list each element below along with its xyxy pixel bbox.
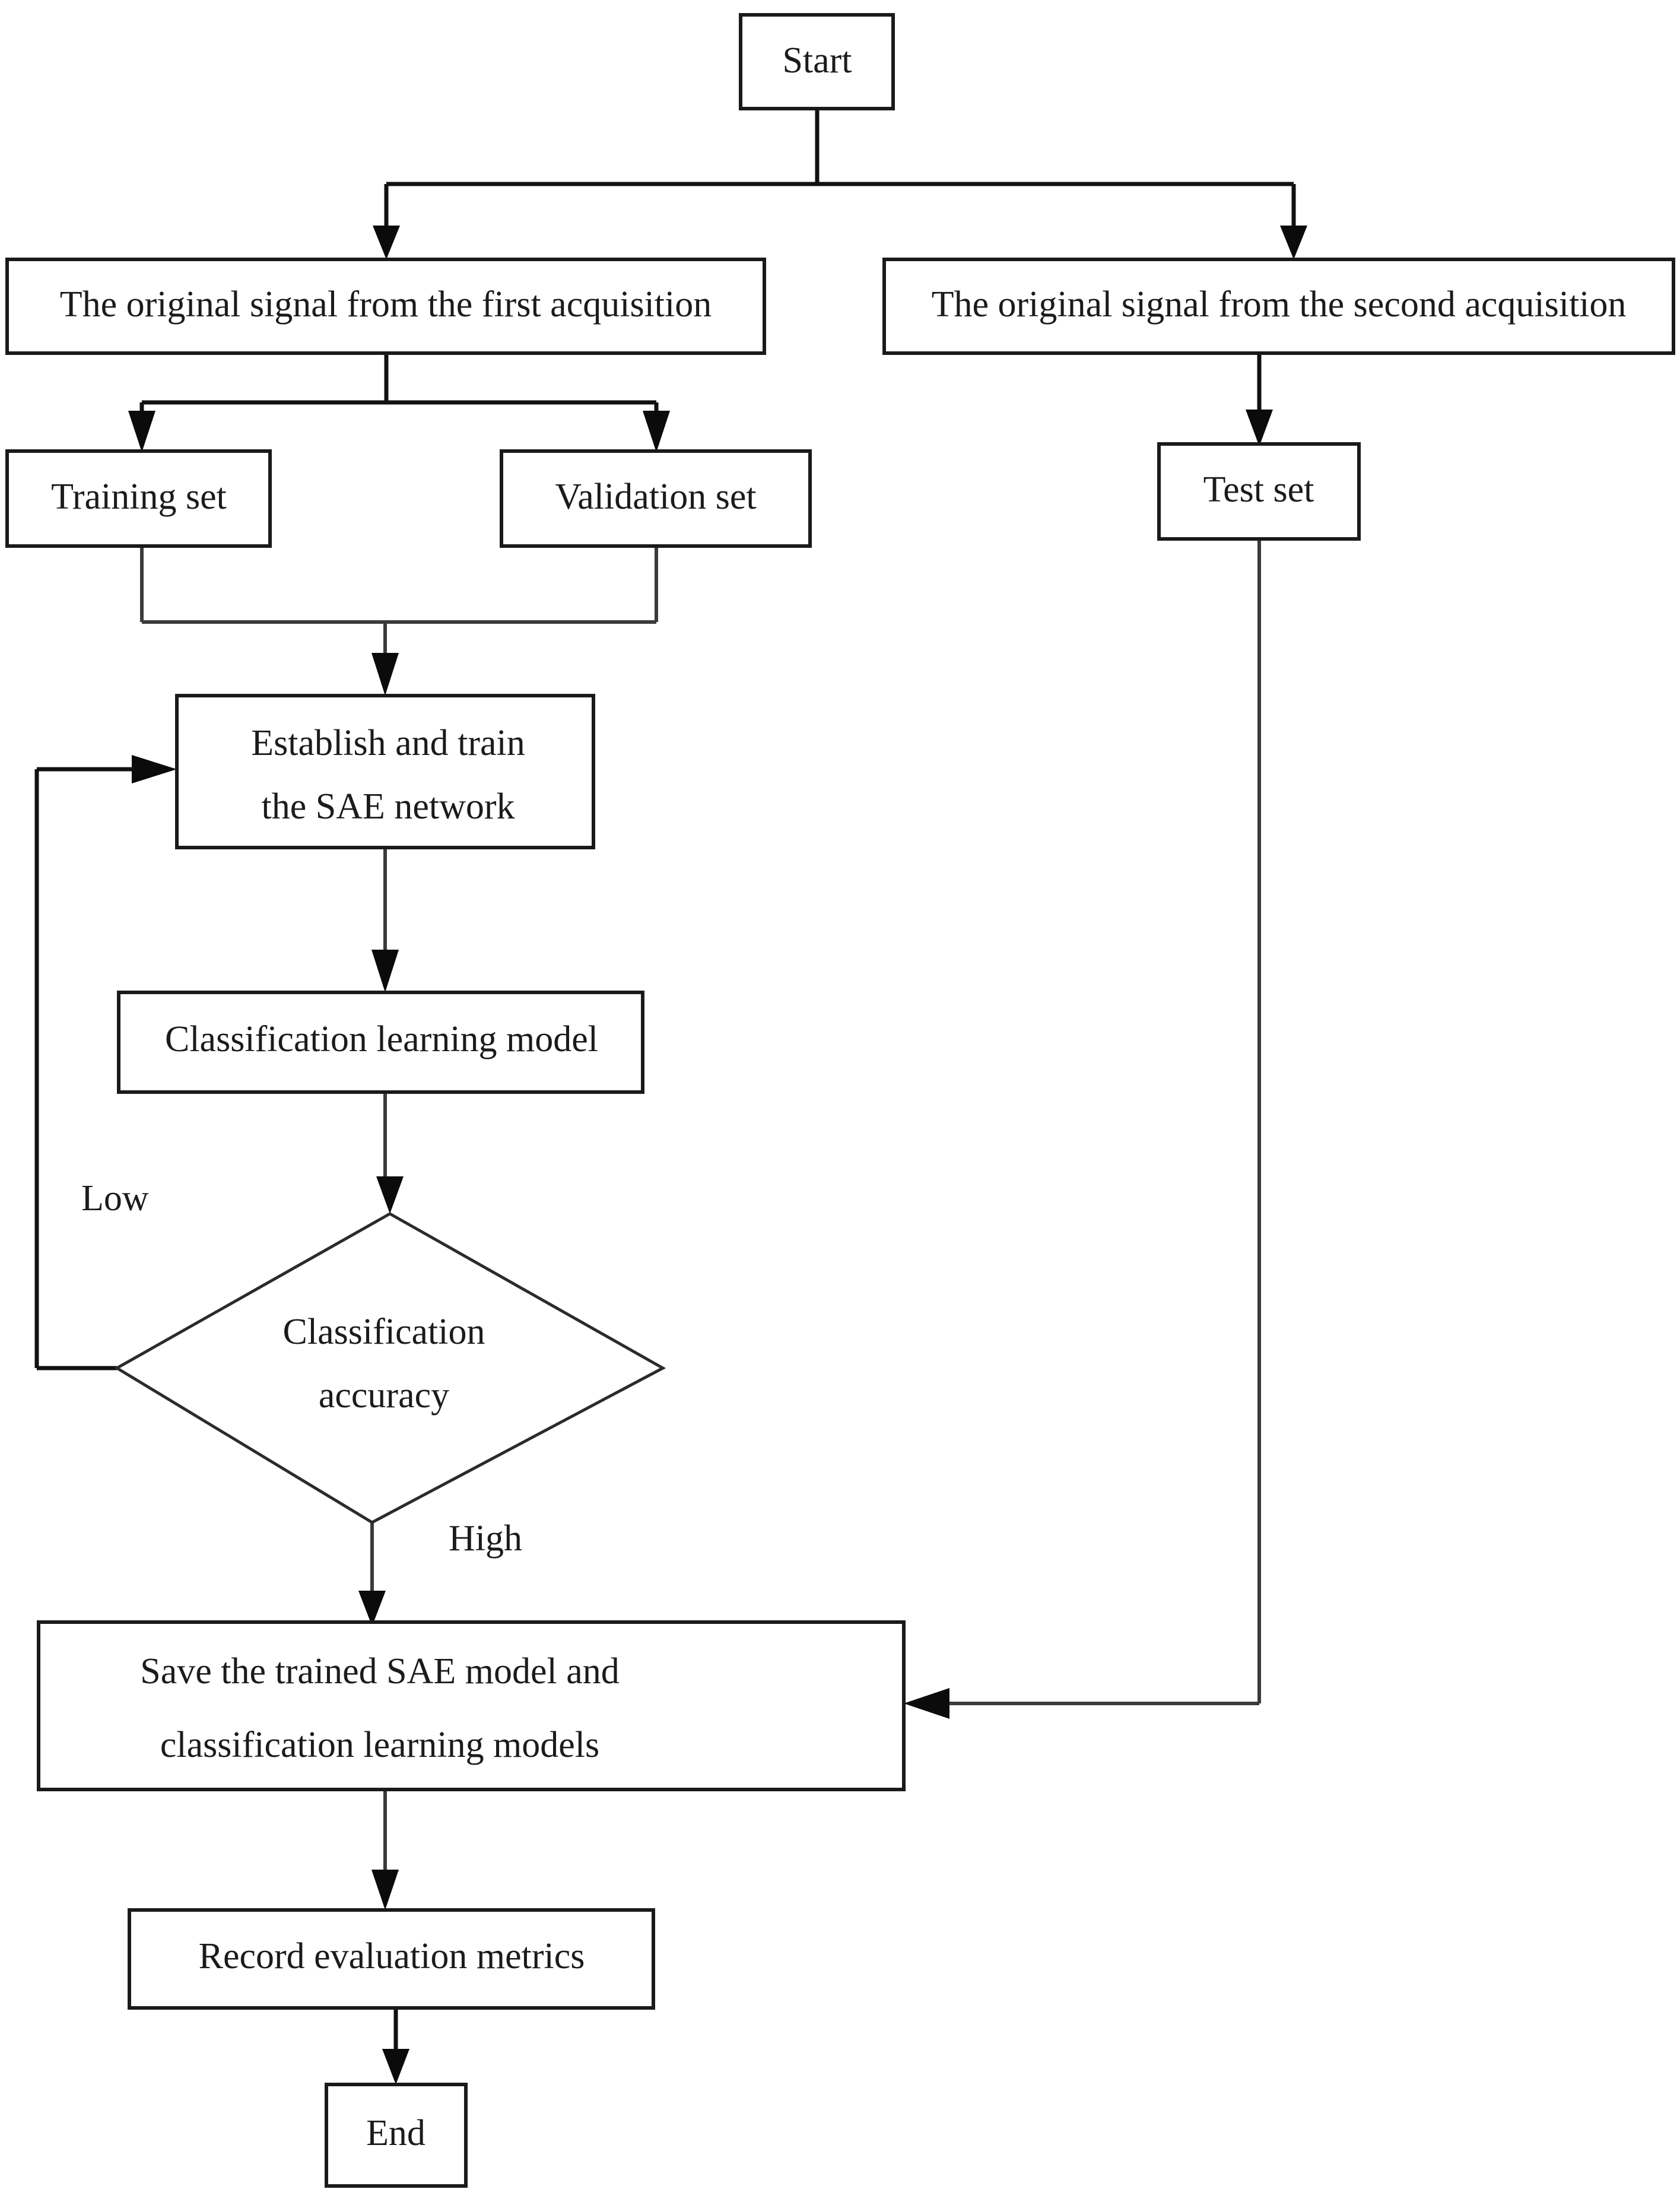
node-decision-accuracy-line2: accuracy bbox=[319, 1375, 449, 1416]
node-test-set-label: Test set bbox=[1203, 469, 1314, 510]
node-start[interactable]: Start bbox=[739, 13, 895, 110]
edge-label-low: Low bbox=[81, 1178, 149, 1219]
arrowhead-to-end bbox=[382, 2049, 409, 2084]
edge-decision-low-loop bbox=[34, 755, 177, 1370]
edge-sets-establish bbox=[140, 546, 658, 696]
node-establish-train-line1: Establish and train bbox=[251, 723, 525, 763]
node-save-models-line2: classification learning models bbox=[160, 1725, 599, 1765]
node-signal-first-label: The original signal from the first acqui… bbox=[60, 284, 712, 325]
node-decision-accuracy[interactable]: Classification accuracy bbox=[114, 1212, 666, 1524]
node-establish-train[interactable]: Establish and train the SAE network bbox=[175, 694, 595, 849]
arrowhead-to-save-models bbox=[358, 1591, 386, 1626]
node-end-label: End bbox=[366, 2113, 425, 2153]
arrowhead-to-signal-second bbox=[1280, 226, 1307, 259]
edge-classification-decision bbox=[376, 1092, 404, 1214]
edge-label-high: High bbox=[449, 1518, 522, 1559]
node-signal-second-label: The original signal from the second acqu… bbox=[932, 284, 1627, 325]
edge-decision-high-save bbox=[358, 1522, 386, 1626]
node-training-set-label: Training set bbox=[51, 477, 227, 517]
node-training-set[interactable]: Training set bbox=[5, 449, 272, 548]
node-save-models-line1: Save the trained SAE model and bbox=[140, 1651, 620, 1692]
edge-establish-classification bbox=[371, 848, 399, 992]
arrowhead-to-signal-first bbox=[373, 226, 400, 259]
node-classification-model-label: Classification learning model bbox=[165, 1019, 598, 1059]
node-validation-set-label: Validation set bbox=[555, 477, 756, 517]
node-signal-second[interactable]: The original signal from the second acqu… bbox=[882, 258, 1675, 355]
node-decision-accuracy-line1: Classification bbox=[283, 1312, 485, 1352]
node-start-label: Start bbox=[782, 40, 852, 81]
arrowhead-to-validation-set bbox=[643, 411, 670, 452]
node-validation-set[interactable]: Validation set bbox=[500, 449, 812, 548]
edge-start-split bbox=[373, 109, 1307, 259]
node-end[interactable]: End bbox=[325, 2083, 468, 2188]
arrowhead-right-to-save-models bbox=[904, 1688, 949, 1719]
edge-signalsecond-testset bbox=[1246, 353, 1273, 446]
node-signal-first[interactable]: The original signal from the first acqui… bbox=[5, 258, 766, 355]
node-establish-train-line2: the SAE network bbox=[261, 786, 515, 827]
node-record-metrics-label: Record evaluation metrics bbox=[199, 1936, 585, 1976]
edge-testset-save bbox=[904, 539, 1261, 1719]
edge-record-end bbox=[382, 2008, 409, 2084]
arrowhead-to-record-metrics bbox=[371, 1870, 399, 1910]
arrowhead-to-training-set bbox=[128, 411, 155, 452]
edge-signalfirst-split bbox=[128, 353, 670, 452]
node-classification-model[interactable]: Classification learning model bbox=[117, 991, 644, 1094]
arrowhead-to-decision bbox=[376, 1176, 404, 1214]
node-test-set[interactable]: Test set bbox=[1157, 442, 1361, 541]
edge-save-record bbox=[371, 1789, 399, 1910]
arrowhead-to-establish-train bbox=[371, 653, 399, 696]
arrowhead-loop-to-establish-train bbox=[132, 755, 177, 783]
node-save-models[interactable]: Save the trained SAE model and classific… bbox=[37, 1620, 906, 1791]
arrowhead-to-test-set bbox=[1246, 410, 1273, 446]
arrowhead-to-classification-model bbox=[371, 950, 399, 992]
node-record-metrics[interactable]: Record evaluation metrics bbox=[128, 1908, 655, 2010]
